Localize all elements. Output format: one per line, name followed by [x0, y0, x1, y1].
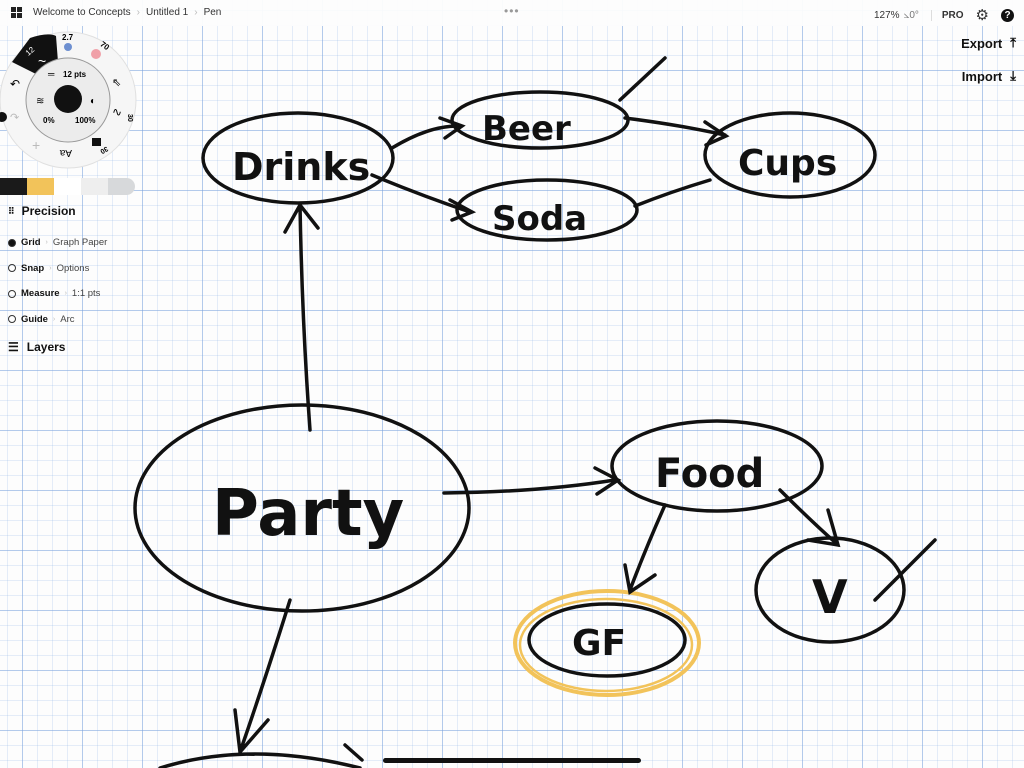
eraser-tool-icon[interactable]	[92, 138, 101, 146]
rotation-readout[interactable]: ⦣0°	[903, 9, 919, 21]
label-soda: Soda	[492, 199, 587, 239]
export-label: Export	[961, 35, 1003, 51]
label-gf: GF	[572, 623, 626, 664]
arrow-drinks-beer	[390, 116, 466, 150]
precision-snap[interactable]: Snap›Options	[8, 256, 107, 282]
node-party[interactable]	[133, 403, 471, 613]
guide-value[interactable]: Arc	[60, 313, 75, 325]
guide-toggle[interactable]	[8, 315, 16, 324]
guide-label: Guide	[21, 313, 48, 325]
breadcrumb: Welcome to Concepts› Untitled 1› Pen	[33, 7, 222, 18]
arrow-food-v	[778, 488, 841, 548]
breadcrumb-tool[interactable]: Pen	[203, 7, 222, 18]
v-check	[873, 538, 937, 602]
swatch-light-gray[interactable]	[81, 178, 108, 195]
precision-guide[interactable]: Guide›Arc	[8, 307, 107, 333]
node-gf[interactable]	[527, 602, 687, 678]
export-button[interactable]: Export ⤒	[961, 35, 1016, 51]
add-tool-icon[interactable]: +	[32, 137, 40, 153]
arrow-party-food	[442, 466, 622, 496]
precision-panel: ⠿ Precision Grid›Graph Paper Snap›Options…	[8, 204, 107, 332]
node-soda[interactable]	[455, 178, 639, 242]
beer-check	[618, 56, 667, 102]
arrow-party-down	[233, 598, 292, 757]
precision-grid[interactable]: Grid›Graph Paper	[8, 230, 107, 256]
layers-title: Layers	[26, 340, 66, 354]
smoothing-icon[interactable]: ≋	[36, 96, 44, 107]
swatch-yellow[interactable]	[27, 178, 54, 195]
brush-size-preview[interactable]	[54, 85, 82, 113]
measure-toggle[interactable]	[8, 289, 16, 298]
grid-toggle[interactable]	[8, 238, 16, 247]
layers-icon: ☰	[8, 340, 19, 354]
snap-toggle[interactable]	[8, 264, 16, 273]
grid-label: Grid	[21, 237, 41, 249]
node-cups[interactable]	[703, 111, 877, 199]
top-bar: Welcome to Concepts› Untitled 1› Pen •••…	[0, 0, 1024, 26]
question-icon[interactable]: ?	[1001, 8, 1014, 22]
text-tool[interactable]: Aa	[59, 147, 72, 158]
arrow-drinks-soda	[370, 173, 477, 222]
wave-tool-size: 30	[126, 114, 133, 122]
opacity-value: 100%	[75, 116, 95, 125]
smoothing-value: 0%	[43, 116, 55, 125]
home-indicator[interactable]	[383, 758, 641, 763]
label-drinks: Drinks	[232, 145, 370, 189]
more-dots-icon[interactable]: •••	[504, 4, 520, 18]
pro-button[interactable]: PRO	[930, 9, 964, 21]
swatch-black[interactable]	[0, 178, 27, 195]
partial-node-bottom	[158, 743, 364, 768]
grid-value[interactable]: Graph Paper	[52, 237, 108, 249]
breadcrumb-drawing[interactable]: Untitled 1	[145, 7, 189, 18]
precision-measure[interactable]: Measure›1:1 pts	[8, 281, 107, 307]
layers-button[interactable]: ☰ Layers	[8, 340, 65, 354]
node-food[interactable]	[610, 419, 824, 513]
arrow-soda-cups	[633, 178, 712, 208]
label-beer: Beer	[482, 109, 571, 149]
label-v: V	[812, 570, 848, 624]
label-food: Food	[655, 451, 764, 497]
redo-icon[interactable]: ↷	[10, 112, 19, 124]
node-gf-highlight-2	[518, 597, 694, 693]
label-cups: Cups	[738, 143, 837, 184]
node-drinks[interactable]	[201, 111, 395, 205]
import-button[interactable]: Import ⤓	[962, 68, 1016, 84]
precision-header[interactable]: ⠿ Precision	[8, 204, 107, 218]
zoom-level[interactable]: 127%	[873, 9, 900, 21]
color-palette	[0, 178, 135, 195]
gallery-grid-icon[interactable]	[11, 7, 22, 18]
label-party: Party	[212, 477, 404, 551]
download-icon: ⤓	[1010, 68, 1016, 83]
gear-icon[interactable]: ⚙	[975, 7, 989, 24]
pen-stroke-icon: ~	[38, 53, 46, 69]
pencil-tool-icon[interactable]	[64, 43, 72, 51]
opacity-icon[interactable]: ◐	[90, 96, 96, 107]
measure-label: Measure	[21, 288, 60, 300]
size-lines-icon: ═	[47, 69, 55, 79]
measure-value[interactable]: 1:1 pts	[71, 288, 101, 300]
wave-tool-icon[interactable]: ∿	[112, 105, 122, 119]
upload-icon: ⤒	[1010, 35, 1016, 50]
breadcrumb-gallery[interactable]: Welcome to Concepts	[33, 7, 131, 18]
swatch-gray[interactable]	[108, 178, 135, 195]
swatch-white[interactable]	[54, 178, 81, 195]
eraser-size: 30	[99, 145, 109, 155]
undo-icon[interactable]: ↶	[10, 77, 20, 91]
size-label[interactable]: 12 pts	[63, 70, 87, 79]
node-gf-highlight	[513, 589, 701, 697]
color-dot[interactable]	[0, 112, 7, 122]
snap-value[interactable]: Options	[56, 262, 90, 274]
arrow-food-gf	[623, 503, 667, 595]
selection-arrow-icon[interactable]: ⇖	[112, 77, 121, 89]
precision-dots-icon: ⠿	[8, 205, 15, 216]
marker-tool-icon[interactable]	[91, 49, 101, 59]
tool-wheel[interactable]: 12 ~ 2.7 70 ⇖ ∿ 30 30 Aa + ↶ ↷ ═ 12 pts …	[0, 26, 150, 176]
arrow-beer-cups	[623, 116, 730, 147]
precision-title: Precision	[21, 204, 76, 218]
tool-pencil-size[interactable]: 2.7	[62, 33, 74, 42]
import-label: Import	[961, 68, 1003, 84]
arrow-party-drinks	[283, 201, 320, 432]
snap-label: Snap	[21, 262, 45, 274]
